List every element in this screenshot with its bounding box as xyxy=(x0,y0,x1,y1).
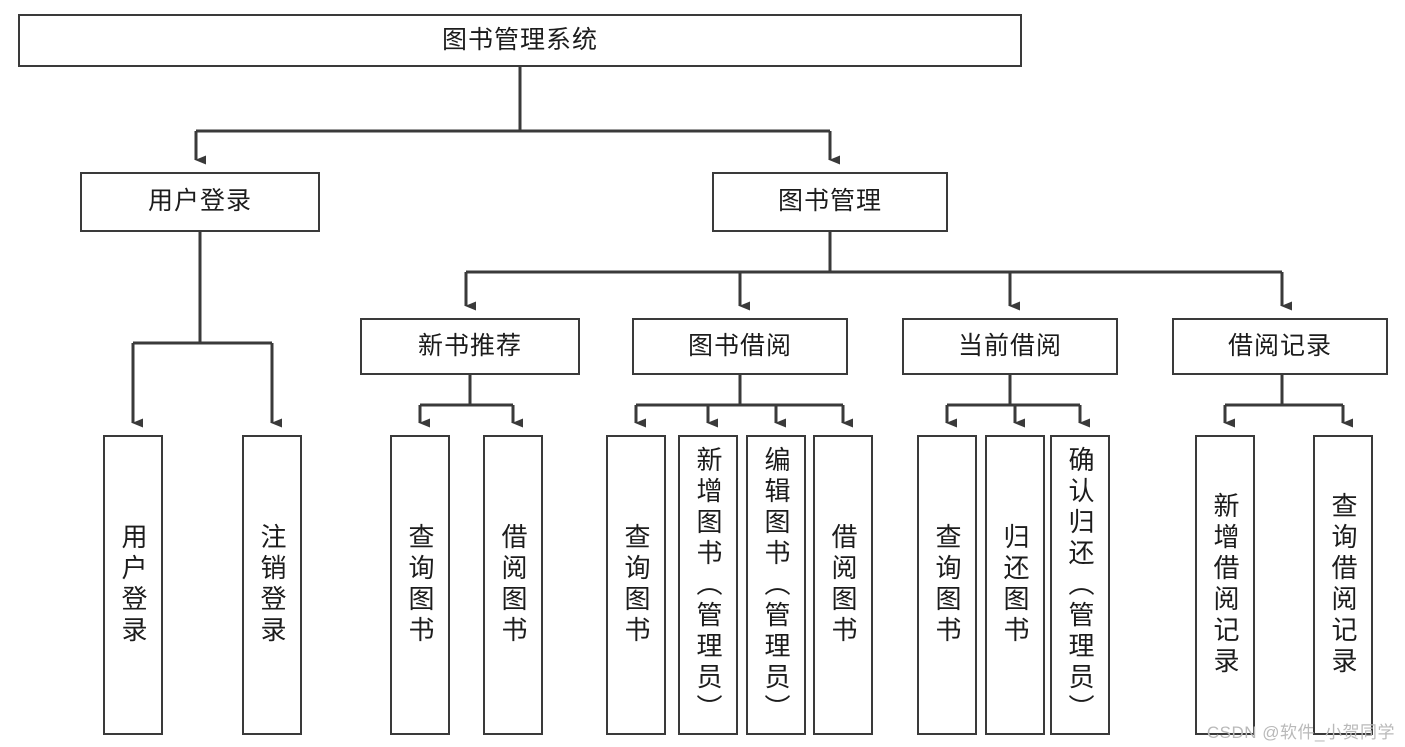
leaf-query-borrow-record-label: 查询借阅记录 xyxy=(1328,492,1358,678)
leaf-borrow-book-1-label: 借阅图书 xyxy=(498,523,528,647)
leaf-query-book-2[interactable]: 查询图书 xyxy=(606,435,666,735)
leaf-borrow-book-2-label: 借阅图书 xyxy=(828,523,858,647)
node-book-borrow[interactable]: 图书借阅 xyxy=(632,318,848,375)
leaf-query-book-1[interactable]: 查询图书 xyxy=(390,435,450,735)
node-book-borrow-label: 图书借阅 xyxy=(687,331,792,360)
leaf-borrow-book-2[interactable]: 借阅图书 xyxy=(813,435,873,735)
leaf-return-book[interactable]: 归还图书 xyxy=(985,435,1045,735)
leaf-borrow-book-1[interactable]: 借阅图书 xyxy=(483,435,543,735)
node-book-management-label: 图书管理 xyxy=(777,187,882,216)
leaf-user-login-label: 用户登录 xyxy=(118,523,148,647)
leaf-query-book-3-label: 查询图书 xyxy=(932,523,962,647)
leaf-query-book-3[interactable]: 查询图书 xyxy=(917,435,977,735)
node-user-login[interactable]: 用户登录 xyxy=(80,172,320,232)
leaf-query-borrow-record[interactable]: 查询借阅记录 xyxy=(1313,435,1373,735)
leaf-edit-book-admin[interactable]: 编辑图书（管理员） xyxy=(746,435,806,735)
leaf-return-book-label: 归还图书 xyxy=(1000,523,1030,647)
node-current-borrow[interactable]: 当前借阅 xyxy=(902,318,1118,375)
node-borrow-record[interactable]: 借阅记录 xyxy=(1172,318,1388,375)
leaf-confirm-return-admin[interactable]: 确认归还（管理员） xyxy=(1050,435,1110,735)
node-root-label: 图书管理系统 xyxy=(441,25,598,54)
leaf-add-book-admin-label: 新增图书（管理员） xyxy=(693,445,723,725)
leaf-add-borrow-record[interactable]: 新增借阅记录 xyxy=(1195,435,1255,735)
leaf-logout-login[interactable]: 注销登录 xyxy=(242,435,302,735)
node-root[interactable]: 图书管理系统 xyxy=(18,14,1022,67)
node-user-login-label: 用户登录 xyxy=(147,187,252,216)
leaf-add-book-admin[interactable]: 新增图书（管理员） xyxy=(678,435,738,735)
leaf-user-login[interactable]: 用户登录 xyxy=(103,435,163,735)
leaf-query-book-2-label: 查询图书 xyxy=(621,523,651,647)
watermark-text: CSDN @软件_小贺同学 xyxy=(1206,723,1395,742)
leaf-edit-book-admin-label: 编辑图书（管理员） xyxy=(761,445,791,725)
leaf-add-borrow-record-label: 新增借阅记录 xyxy=(1210,492,1240,678)
node-new-book-recommend-label: 新书推荐 xyxy=(417,331,522,360)
node-current-borrow-label: 当前借阅 xyxy=(957,331,1062,360)
node-new-book-recommend[interactable]: 新书推荐 xyxy=(360,318,580,375)
leaf-query-book-1-label: 查询图书 xyxy=(405,523,435,647)
leaf-logout-login-label: 注销登录 xyxy=(257,523,287,647)
node-borrow-record-label: 借阅记录 xyxy=(1227,331,1332,360)
node-book-management[interactable]: 图书管理 xyxy=(712,172,948,232)
leaf-confirm-return-admin-label: 确认归还（管理员） xyxy=(1065,445,1095,725)
